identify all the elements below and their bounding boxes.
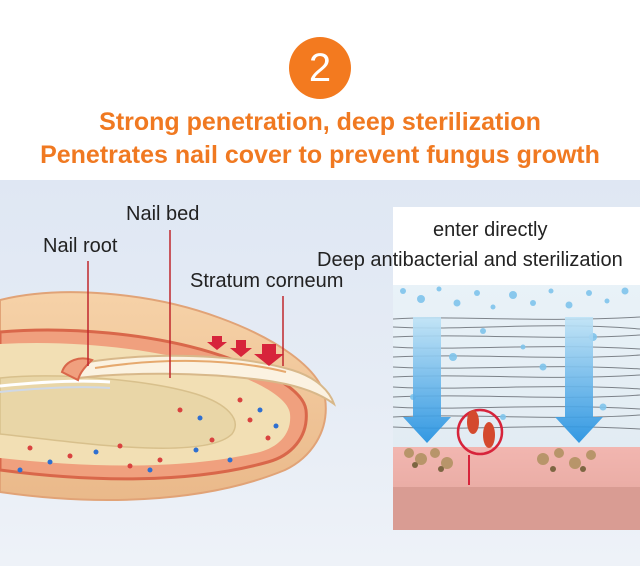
step-number: 2: [308, 45, 332, 90]
magnified-tissue-illustration: [393, 277, 640, 530]
panel-caption-deep-antibacterial: Deep antibacterial and sterilization: [317, 249, 623, 271]
finger-cross-section-illustration: [0, 230, 336, 501]
panel-caption-enter-directly: enter directly: [433, 219, 548, 241]
magnified-panel: enter directly: [393, 207, 640, 530]
label-nail-root: Nail root: [43, 235, 118, 257]
headline-line-2: Penetrates nail cover to prevent fungus …: [40, 141, 600, 169]
headline-line-1: Strong penetration, deep sterilization: [99, 108, 541, 136]
step-number-badge: 2: [289, 37, 351, 99]
label-stratum-corneum: Stratum corneum: [190, 270, 344, 292]
label-nail-bed: Nail bed: [126, 203, 200, 225]
panel-caption-area: [393, 207, 640, 285]
